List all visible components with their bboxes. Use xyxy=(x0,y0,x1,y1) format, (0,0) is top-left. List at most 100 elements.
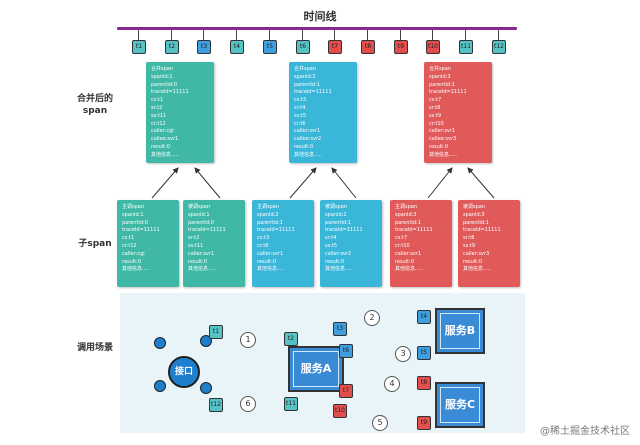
card-line: 被调span xyxy=(463,204,486,210)
card-line: result:0 xyxy=(188,258,208,265)
card-line: ss:t11 xyxy=(188,242,204,249)
arrow-child3-merged2 xyxy=(289,167,317,199)
card-line: result:0 xyxy=(257,258,277,265)
scene-badge-t10: t10 xyxy=(333,404,347,418)
service-a-node: 服务A xyxy=(288,346,344,392)
card-line: result:0 xyxy=(151,143,171,150)
card-line: spanId:1 xyxy=(151,73,173,80)
card-line: cs:t1 xyxy=(151,97,164,104)
arrow-child1-merged1 xyxy=(151,167,179,199)
card-line: caller:svr3 xyxy=(463,250,490,257)
card-line: 其他信息..... xyxy=(395,266,423,273)
card-line: 其他信息..... xyxy=(151,151,179,158)
card-line: result:0 xyxy=(429,143,449,150)
card-line: callee:svr1 xyxy=(151,136,179,143)
card-line: parentId:1 xyxy=(395,219,421,226)
card-line: spanId:2 xyxy=(294,73,316,80)
step-2: 2 xyxy=(364,310,380,326)
card-line: cr:t10 xyxy=(395,242,410,249)
merged-span-label: 合并后的span xyxy=(76,94,113,116)
child-span-label: 子span xyxy=(78,239,112,249)
card-line: ss:t9 xyxy=(463,242,476,249)
timeline-badge-t6: t6 xyxy=(296,40,310,54)
arrow-child5-merged3 xyxy=(427,167,453,199)
card-line: cr:t6 xyxy=(257,242,269,249)
card-line: ss:t9 xyxy=(429,112,442,119)
card-line: cr:t12 xyxy=(151,120,166,127)
interface-stub xyxy=(154,380,166,392)
step-4: 4 xyxy=(384,376,400,392)
card-line: spanId:3 xyxy=(463,211,485,218)
timeline-tick xyxy=(432,30,433,40)
step-5: 5 xyxy=(372,415,388,431)
interface-stub xyxy=(200,382,212,394)
card-line: caller:svr1 xyxy=(257,250,284,257)
card-line: sr:t4 xyxy=(294,104,306,111)
timeline-tick xyxy=(302,30,303,40)
card-line: cr:t10 xyxy=(429,120,444,127)
card-line: traceId=11111 xyxy=(122,227,160,234)
timeline-badge-t3: t3 xyxy=(197,40,211,54)
timeline-tick xyxy=(400,30,401,40)
card-line: traceId=11111 xyxy=(294,89,332,96)
card-line: cs:t3 xyxy=(257,235,270,242)
timeline-badge-t10: t10 xyxy=(426,40,440,54)
scenario-label: 调用场景 xyxy=(76,343,113,353)
card-line: caller:svr1 xyxy=(395,250,422,257)
card-line: 主调span xyxy=(257,204,280,210)
scene-badge-t11: t11 xyxy=(284,397,298,411)
timeline-tick xyxy=(334,30,335,40)
step-6: 6 xyxy=(240,396,256,412)
card-line: 合并span xyxy=(429,66,452,72)
timeline-tick xyxy=(498,30,499,40)
card-line: cr:t12 xyxy=(122,242,137,249)
card-line: callee:svr2 xyxy=(294,136,322,143)
card-line: parentId:1 xyxy=(429,81,455,88)
card-line: spanId:1 xyxy=(188,211,210,218)
arrow-child2-merged1 xyxy=(194,167,221,199)
scene-badge-t1: t1 xyxy=(209,325,223,339)
card-line: traceId=11111 xyxy=(463,227,501,234)
timeline-tick xyxy=(138,30,139,40)
timeline-bar xyxy=(117,27,517,30)
timeline-badge-t2: t2 xyxy=(165,40,179,54)
card-line: sr:t8 xyxy=(429,104,441,111)
service-b-node: 服务B xyxy=(435,308,485,354)
card-line: parentId:1 xyxy=(325,219,351,226)
card-line: sr:t4 xyxy=(325,235,337,242)
card-line: 其他信息..... xyxy=(325,266,353,273)
card-line: caller:svr1 xyxy=(188,250,215,257)
arrow-child4-merged2 xyxy=(331,167,357,199)
scene-badge-t3: t3 xyxy=(333,322,347,336)
card-line: 其他信息..... xyxy=(188,266,216,273)
card-line: parentId:0 xyxy=(122,219,148,226)
card-line: callee:svr3 xyxy=(429,136,457,143)
card-line: spanId:1 xyxy=(122,211,144,218)
timeline-title: 时间线 xyxy=(303,10,337,23)
watermark: @稀土掘金技术社区 xyxy=(540,426,630,437)
card-line: cs:t7 xyxy=(395,235,408,242)
card-line: traceId=11111 xyxy=(325,227,363,234)
card-line: caller:svr1 xyxy=(429,128,456,135)
card-line: parentId:0 xyxy=(151,81,177,88)
card-line: result:0 xyxy=(294,143,314,150)
card-line: 合并span xyxy=(294,66,317,72)
card-line: cs:t1 xyxy=(122,235,135,242)
card-line: parentId:0 xyxy=(188,219,214,226)
timeline-tick xyxy=(171,30,172,40)
card-line: ss:t11 xyxy=(151,112,167,119)
card-line: 其他信息..... xyxy=(257,266,285,273)
card-line: 其他信息..... xyxy=(294,151,322,158)
card-line: caller:cgi xyxy=(122,250,145,257)
card-line: ss:t5 xyxy=(294,112,307,119)
timeline-tick xyxy=(236,30,237,40)
card-line: traceId=11111 xyxy=(188,227,226,234)
card-line: 主调span xyxy=(395,204,418,210)
card-line: 其他信息..... xyxy=(122,266,150,273)
